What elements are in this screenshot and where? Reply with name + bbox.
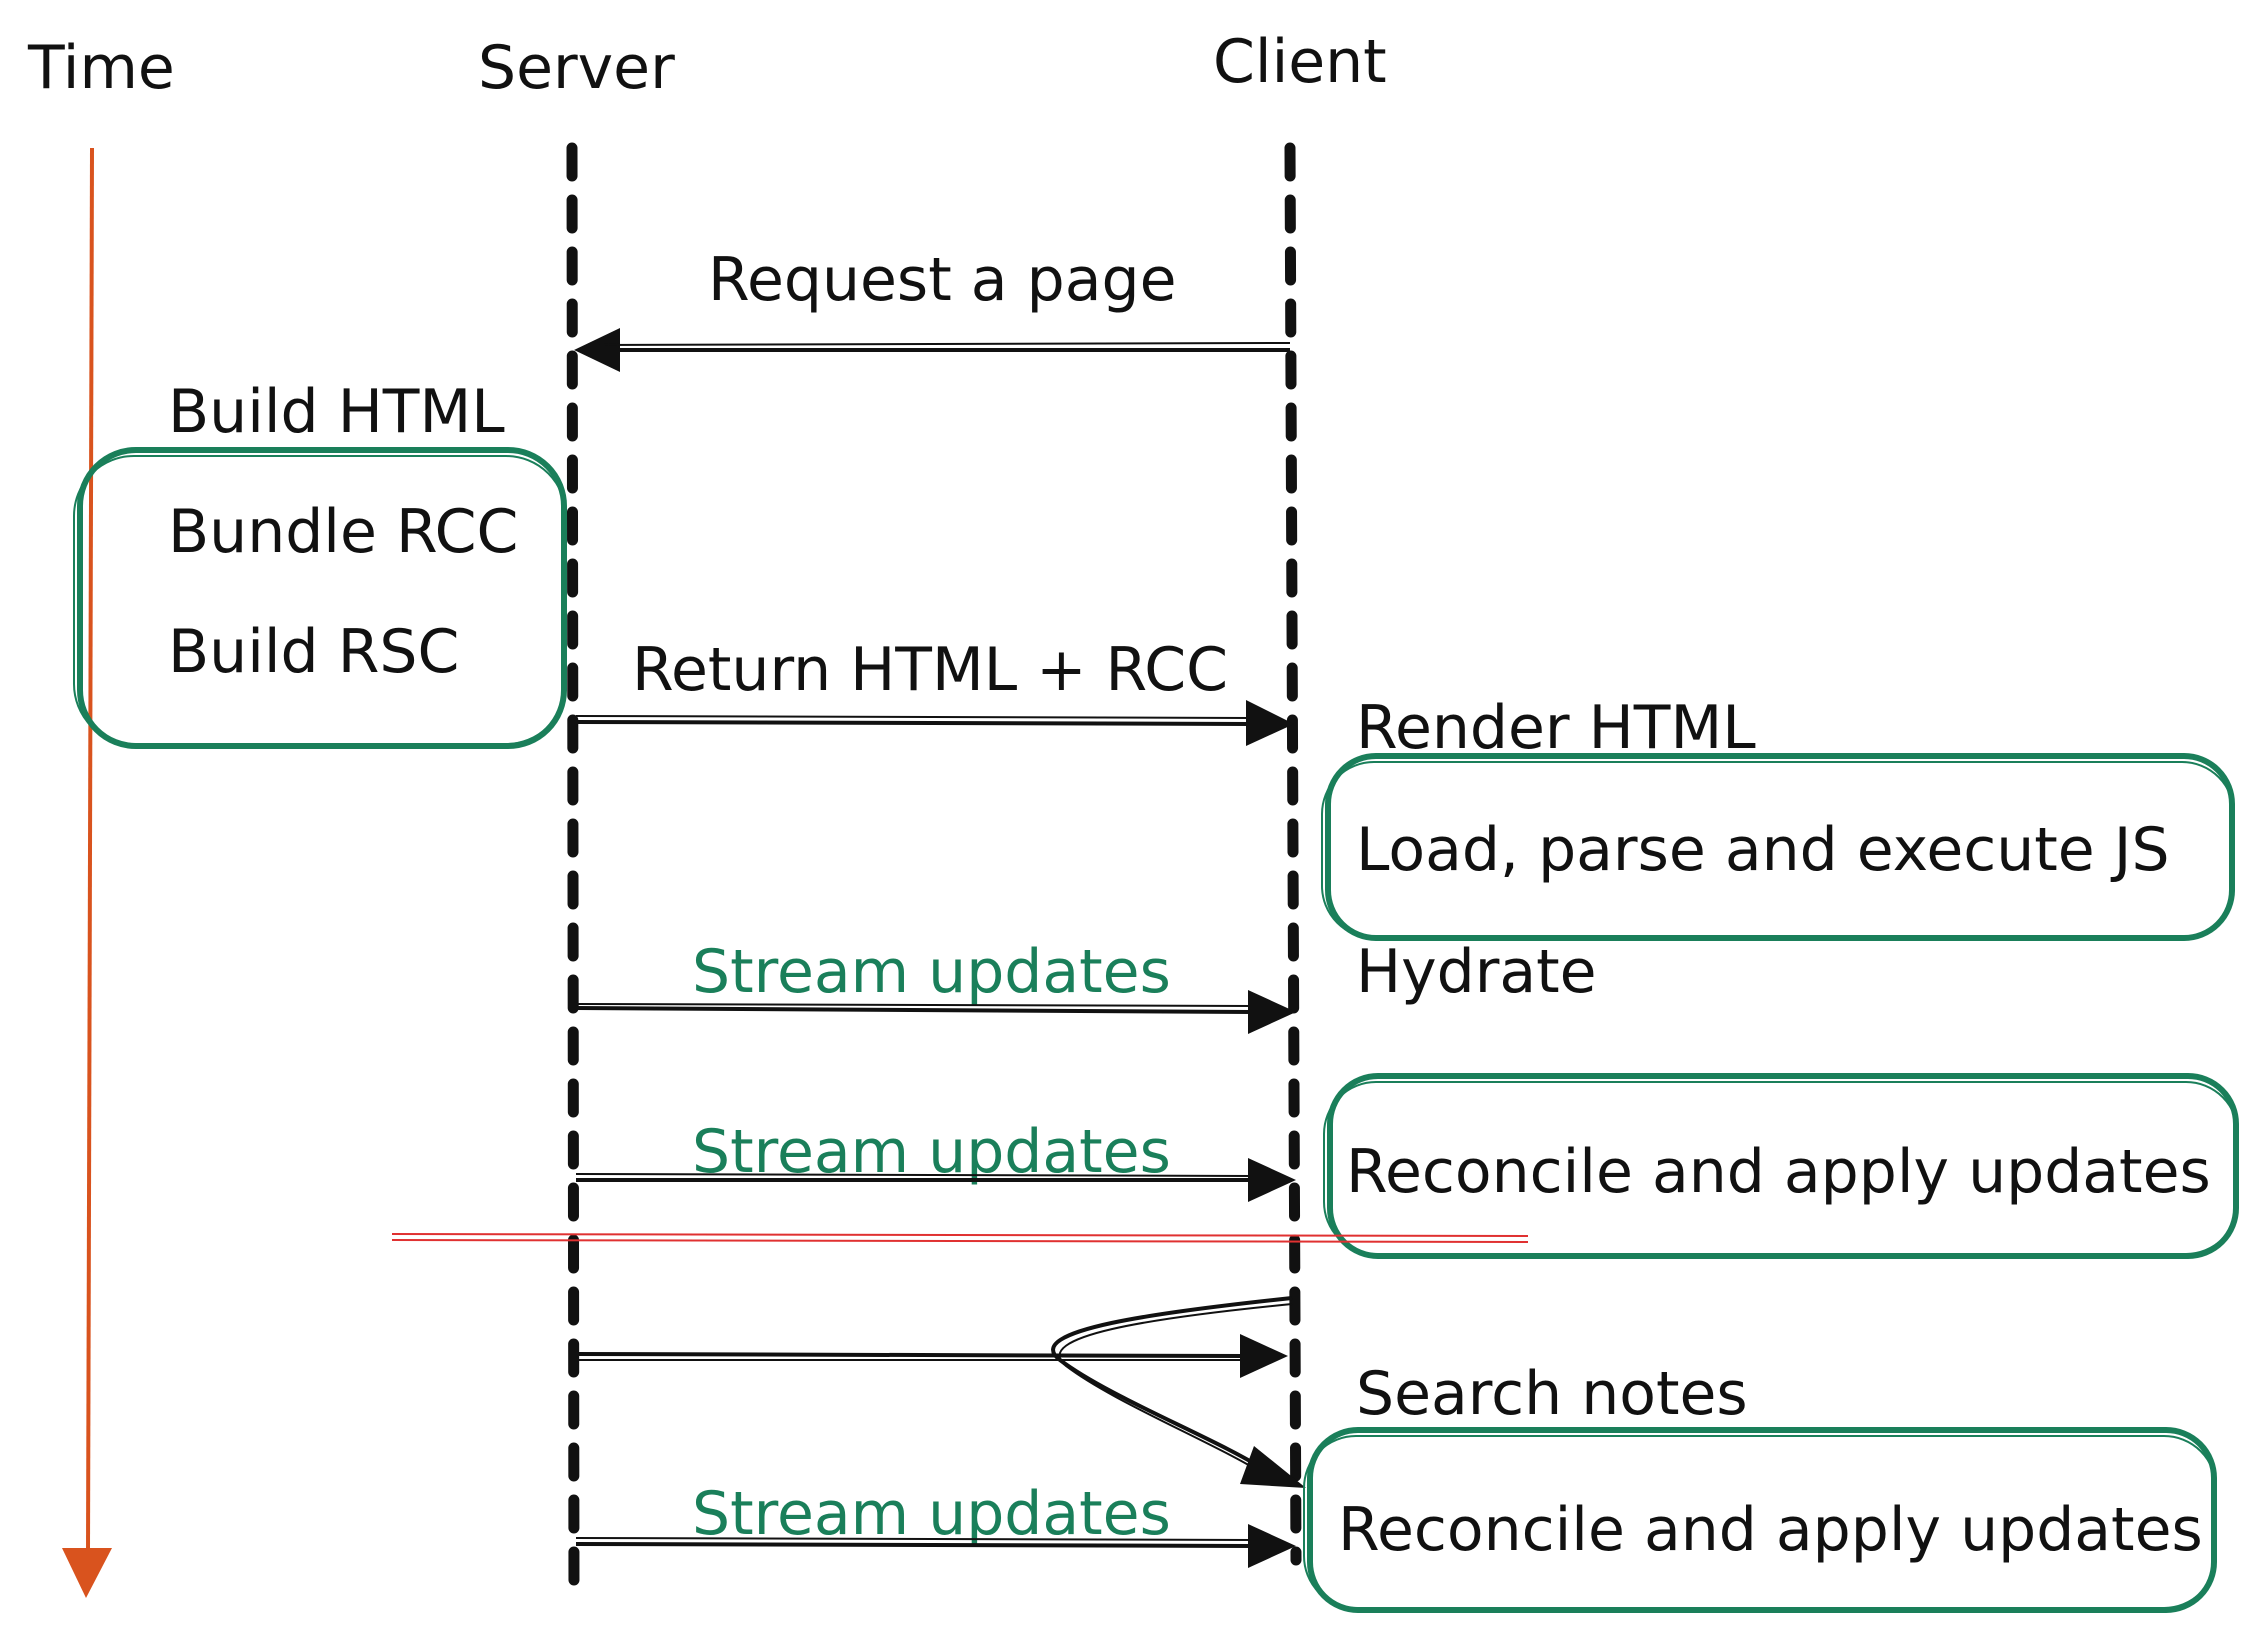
reconcile-label-1: Reconcile and apply updates	[1346, 1137, 2211, 1207]
server-header: Server	[478, 33, 675, 103]
bundle-rcc-label: Bundle RCC	[168, 497, 518, 567]
stream-updates-arrowhead-1	[1248, 990, 1296, 1034]
unlabeled-arrowhead	[1240, 1334, 1288, 1378]
reconcile-box-2	[1307, 1427, 2217, 1613]
load-js-box-sketch	[1321, 761, 2235, 939]
search-notes-label: Search notes	[1356, 1359, 1748, 1429]
unlabeled-arrow	[575, 1352, 1245, 1358]
stream-updates-arrow-1-sketch	[575, 1003, 1253, 1007]
return-html-rcc-arrowhead	[1246, 700, 1294, 746]
return-html-rcc-arrow	[575, 720, 1251, 726]
stream-updates-arrow-2-sketch	[575, 1173, 1253, 1177]
server-steps-box-sketch	[73, 455, 567, 745]
stream-updates-label-3: Stream updates	[692, 1479, 1171, 1549]
time-header: Time	[27, 33, 175, 103]
request-page-label: Request a page	[708, 245, 1177, 315]
client-lifeline	[1284, 142, 1302, 1566]
time-axis-line	[86, 147, 94, 1553]
build-html-label: Build HTML	[168, 377, 505, 447]
load-parse-execute-js-label: Load, parse and execute JS	[1356, 815, 2170, 885]
stream-updates-arrowhead-2	[1248, 1158, 1296, 1202]
curved-arrow	[1051, 1296, 1293, 1474]
reconcile-box-1-sketch	[1323, 1081, 2239, 1255]
request-page-arrowhead	[574, 328, 620, 372]
server-steps-box	[77, 447, 567, 749]
reconcile-box-2-sketch	[1303, 1435, 2217, 1609]
stream-updates-arrow-3-sketch	[575, 1537, 1253, 1541]
red-divider-line-sketch	[391, 1239, 1529, 1243]
return-html-rcc-label: Return HTML + RCC	[632, 635, 1228, 705]
curved-arrowhead	[1240, 1446, 1306, 1488]
return-html-rcc-arrow-sketch	[575, 715, 1251, 719]
stream-updates-arrow-3	[575, 1542, 1253, 1548]
client-header: Client	[1213, 27, 1387, 97]
time-axis-arrowhead	[62, 1548, 112, 1598]
reconcile-box-1	[1327, 1073, 2239, 1259]
stream-updates-arrow-1	[575, 1006, 1253, 1014]
request-page-arrow-sketch	[599, 342, 1291, 346]
build-rsc-label: Build RSC	[168, 617, 459, 687]
reconcile-label-2: Reconcile and apply updates	[1338, 1495, 2203, 1565]
render-html-label: Render HTML	[1356, 693, 1756, 763]
hydrate-label: Hydrate	[1356, 937, 1597, 1007]
red-divider-line	[391, 1233, 1529, 1237]
curved-arrow-sketch	[1058, 1303, 1293, 1479]
stream-updates-arrowhead-3	[1248, 1524, 1296, 1568]
server-lifeline	[566, 142, 580, 1606]
stream-updates-label-1: Stream updates	[692, 937, 1171, 1007]
